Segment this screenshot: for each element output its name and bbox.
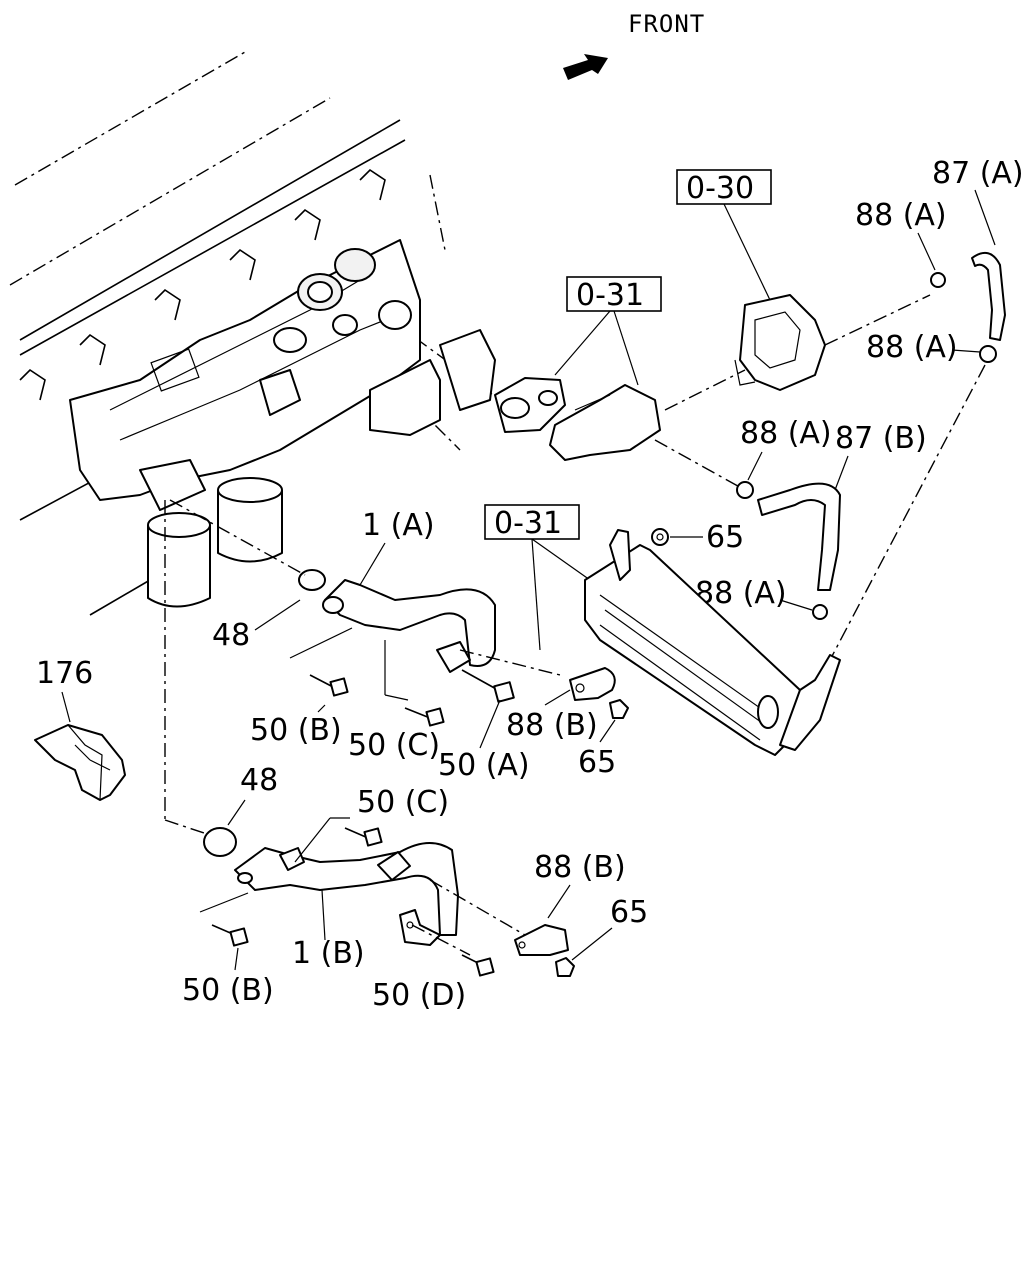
- nut-65-2: [609, 699, 629, 719]
- callout-87a: 87 (A): [932, 156, 1024, 191]
- clamp-88a-3: [736, 481, 754, 499]
- bolt-50b-1: [309, 674, 349, 697]
- bolt-50c-2: [344, 827, 383, 847]
- egr-valve-part: [494, 377, 661, 461]
- callout-88b-2: 88 (B): [534, 850, 626, 885]
- hose-87a: [971, 251, 1006, 341]
- reference-box-0-31-top: [566, 276, 662, 312]
- bracket-plate: [399, 909, 441, 946]
- pipe-1b: [234, 842, 459, 936]
- callout-50d: 50 (D): [372, 978, 466, 1013]
- reference-0-31-top: 0-31: [576, 278, 644, 313]
- bracket-88b-1: [569, 667, 616, 701]
- callout-176: 176: [36, 656, 93, 691]
- callout-50c-1: 50 (C): [348, 728, 440, 763]
- reference-box-0-31-mid: [484, 504, 580, 540]
- egr-cooler-part: [584, 529, 841, 756]
- pipe-1a: [322, 579, 496, 673]
- callout-1a: 1 (A): [362, 508, 435, 543]
- clamp-88a-4: [812, 604, 828, 620]
- clamp-88a-2: [979, 345, 997, 363]
- callout-88b-1: 88 (B): [506, 708, 598, 743]
- gasket-48-1: [298, 569, 326, 591]
- callout-1b: 1 (B): [292, 936, 365, 971]
- nut-65-1: [651, 528, 669, 546]
- bolt-50c-1: [404, 707, 445, 727]
- nut-65-3: [555, 957, 575, 977]
- callout-88a-3: 88 (A): [740, 416, 832, 451]
- bolt-50d: [461, 954, 495, 977]
- callout-88a-2: 88 (A): [866, 330, 958, 365]
- clamp-88a-1: [930, 272, 946, 288]
- callout-50a: 50 (A): [438, 748, 530, 783]
- hose-87b: [757, 482, 841, 591]
- bolt-50a: [461, 669, 515, 703]
- callout-88a-1: 88 (A): [855, 198, 947, 233]
- gasket-48-2: [203, 827, 237, 857]
- bolt-50b-2: [211, 924, 249, 947]
- callout-65-2: 65: [578, 745, 616, 780]
- callout-50c-2: 50 (C): [357, 785, 449, 820]
- front-arrow-icon: [563, 54, 608, 80]
- heat-shield-176: [34, 724, 126, 801]
- callout-65-1: 65: [706, 520, 744, 555]
- reference-0-30: 0-30: [686, 171, 754, 206]
- cover-part: [734, 294, 826, 391]
- callout-87b: 87 (B): [835, 421, 927, 456]
- front-label: FRONT: [628, 10, 705, 38]
- callout-65-3: 65: [610, 895, 648, 930]
- callout-48-2: 48: [240, 763, 278, 798]
- callout-50b-2: 50 (B): [182, 973, 274, 1008]
- callout-50b-1: 50 (B): [250, 713, 342, 748]
- callout-48-1: 48: [212, 618, 250, 653]
- engine-block-outline: [9, 51, 501, 616]
- bracket-88b-2: [514, 924, 569, 956]
- reference-0-31-mid: 0-31: [494, 506, 562, 541]
